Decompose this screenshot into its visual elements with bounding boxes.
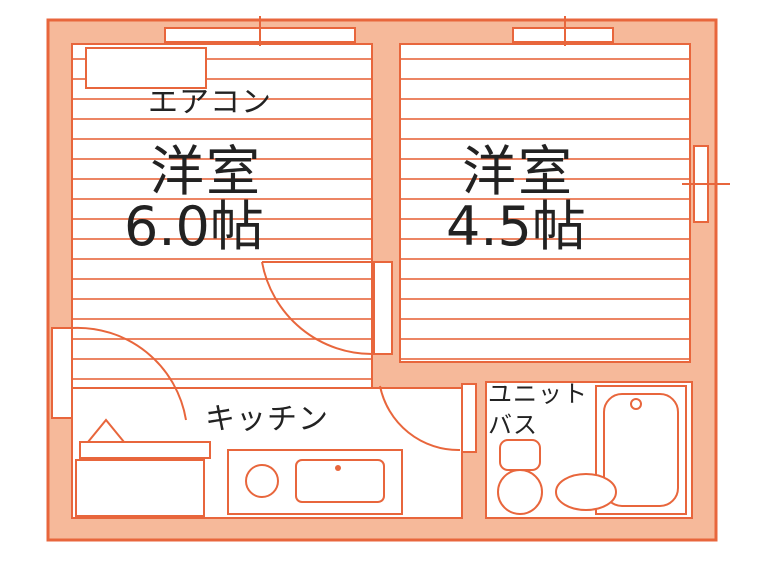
door-between-rooms (261, 261, 393, 356)
western-room-1-name: 洋室 (150, 140, 262, 203)
door-left-swing (71, 326, 187, 421)
kitchen-label: キッチン (205, 402, 329, 437)
western-room-2-size: 4.5帖 (446, 195, 586, 258)
door-kitchen (379, 383, 477, 453)
western-room-1-floor (71, 43, 373, 443)
washbasin (555, 473, 617, 511)
air-conditioner-label: エアコン (148, 85, 272, 120)
toilet (497, 439, 543, 515)
western-room-2-name: 洋室 (462, 140, 574, 203)
kitchen-counter (227, 449, 403, 515)
window-right (682, 145, 730, 223)
unit-bath-label-line2: バス (488, 411, 538, 439)
window-top-right (512, 16, 614, 46)
western-room-1-size: 6.0帖 (124, 195, 264, 258)
window-top-left (164, 16, 356, 46)
window-left (51, 327, 73, 419)
entrance (75, 418, 211, 517)
western-room-2-floor (399, 43, 691, 363)
unit-bath-label-line1: ユニット (488, 380, 588, 408)
air-conditioner-unit (85, 47, 207, 89)
